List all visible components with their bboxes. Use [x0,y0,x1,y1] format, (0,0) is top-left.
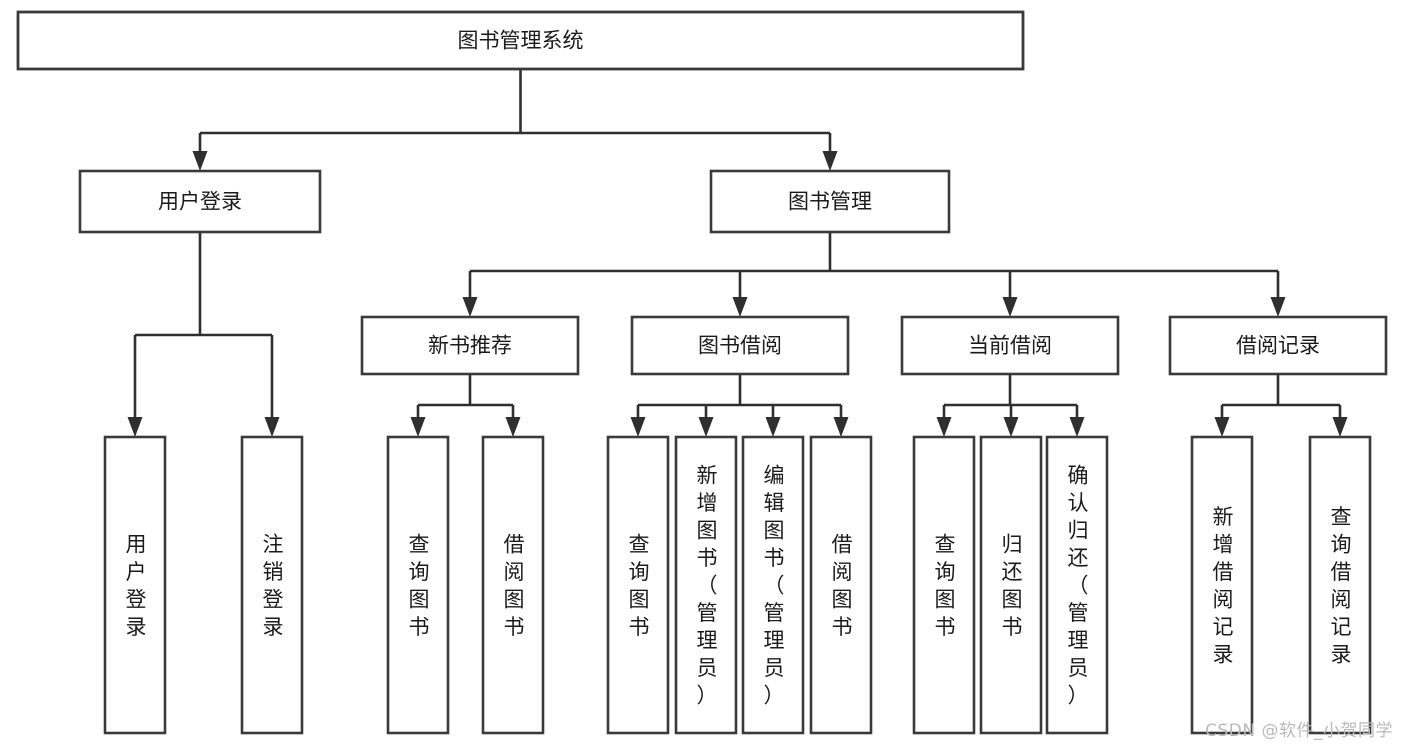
arrow-head [1332,417,1348,437]
arrow-head [264,417,280,437]
level3-node[interactable]: 新书推荐 [360,315,580,376]
leaf-rect [240,435,304,735]
level3-node[interactable]: 图书借阅 [630,315,850,376]
node-rect [1168,315,1388,376]
level2-node[interactable]: 图书管理 [709,169,951,234]
leaf-rect [103,435,167,735]
leaf-node[interactable]: 查询图书 [386,435,450,735]
arrow-head [1214,417,1230,437]
arrow-head [462,297,478,317]
node-label: 当前借阅 [968,334,1052,358]
leaf-node[interactable]: 查询图书 [606,435,670,735]
arrow-head [822,151,838,171]
node-rect [709,169,951,234]
leaf-label: 查询图书 [629,532,650,639]
leaf-rect [809,435,873,735]
leaf-rect [606,435,670,735]
arrow-head [698,417,714,437]
leaf-label: 借阅图书 [504,532,525,639]
leaf-node[interactable]: 编辑图书（管理员） [741,435,805,735]
leaf-label: 借阅图书 [832,532,853,639]
leaf-node[interactable]: 新增借阅记录 [1190,435,1254,735]
leaf-label: 查询图书 [409,532,430,639]
node-label: 图书借阅 [698,334,782,358]
arrow-head [1069,417,1085,437]
leaf-node[interactable]: 注销登录 [240,435,304,735]
node-label: 用户登录 [158,190,242,214]
leaf-node[interactable]: 查询图书 [912,435,976,735]
leaf-rect [979,435,1043,735]
leaf-label: 编辑图书（管理员） [764,464,785,708]
leaf-node[interactable]: 确认归还（管理员） [1045,435,1109,735]
leaf-node[interactable]: 归还图书 [979,435,1043,735]
leaf-label: 用户登录 [126,532,147,639]
level2-node[interactable]: 用户登录 [78,169,322,234]
leaf-node[interactable]: 用户登录 [103,435,167,735]
arrow-head [1003,417,1019,437]
leaf-node[interactable]: 借阅图书 [481,435,545,735]
leaf-rect [1045,435,1109,735]
edges-layer [127,69,1348,437]
level3-node[interactable]: 当前借阅 [900,315,1120,376]
arrow-head [833,417,849,437]
leaf-label: 查询图书 [935,532,956,639]
arrow-head [630,417,646,437]
arrow-head [936,417,952,437]
leaf-label: 查询借阅记录 [1331,505,1352,667]
node-rect [360,315,580,376]
leaf-rect [1308,435,1372,735]
leaf-label: 注销登录 [263,532,284,639]
leaf-rect [741,435,805,735]
leaf-rect [481,435,545,735]
node-label: 图书管理 [788,190,872,214]
node-label: 借阅记录 [1236,334,1320,358]
leaf-label: 确认归还（管理员） [1068,464,1089,708]
leaf-label: 新增图书（管理员） [697,464,718,708]
root-node[interactable]: 图书管理系统 [16,10,1025,71]
arrow-head [765,417,781,437]
leaf-label: 归还图书 [1002,532,1023,639]
node-rect [16,10,1025,71]
arrow-head [505,417,521,437]
leaf-rect [1190,435,1254,735]
node-rect [630,315,850,376]
leaf-rect [674,435,738,735]
arrow-head [1270,297,1286,317]
level3-node[interactable]: 借阅记录 [1168,315,1388,376]
leaf-rect [386,435,450,735]
arrow-head [410,417,426,437]
arrow-head [1002,297,1018,317]
node-rect [900,315,1120,376]
arrow-head [192,151,208,171]
leaf-label: 新增借阅记录 [1213,505,1234,667]
leaf-rect [912,435,976,735]
leaf-node[interactable]: 查询借阅记录 [1308,435,1372,735]
arrow-head [127,417,143,437]
node-label: 图书管理系统 [458,29,584,53]
node-rect [78,169,322,234]
arrow-head [732,297,748,317]
leaf-node[interactable]: 新增图书（管理员） [674,435,738,735]
nodes-layer: 图书管理系统用户登录用户登录注销登录图书管理新书推荐查询图书借阅图书图书借阅查询… [16,10,1388,735]
leaf-node[interactable]: 借阅图书 [809,435,873,735]
node-label: 新书推荐 [428,334,512,358]
